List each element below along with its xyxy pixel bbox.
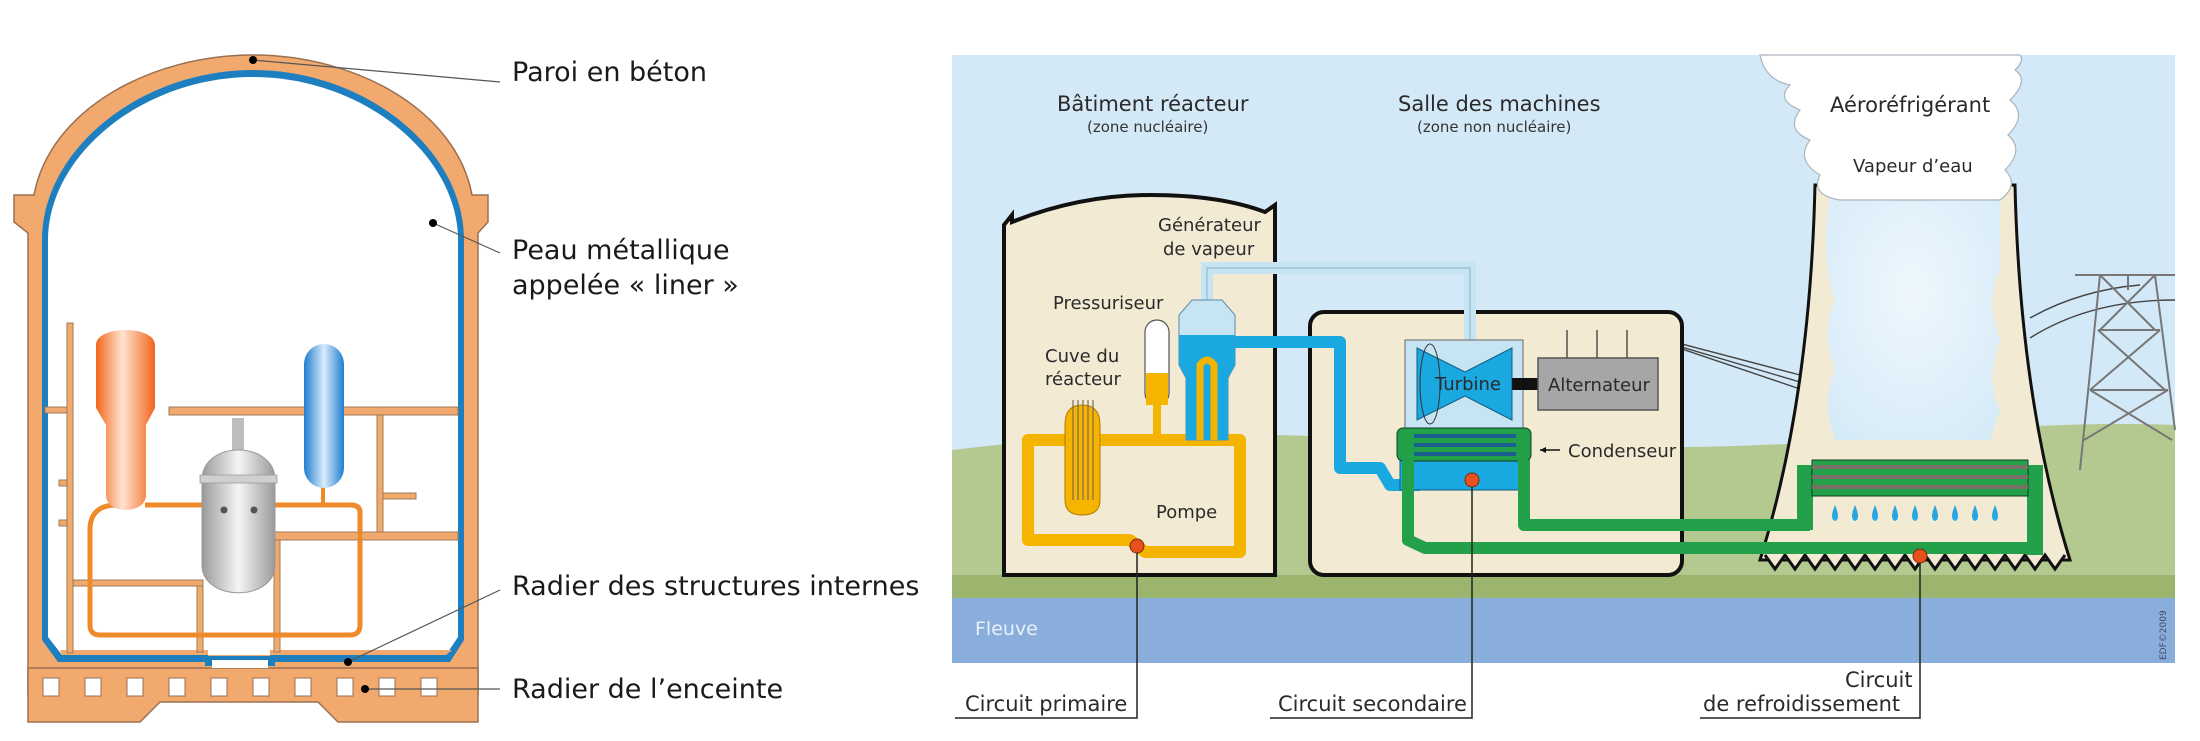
label-river: Fleuve: [975, 618, 1038, 640]
label-pump: Pompe: [1156, 502, 1217, 523]
raft-openings: [42, 677, 438, 697]
steam-line: [1201, 262, 1476, 343]
label-enclosure-raft: Radier de l’enceinte: [512, 674, 783, 705]
label-primary-circuit: Circuit primaire: [965, 692, 1127, 716]
turbine: [1416, 347, 1513, 421]
label-concrete-wall: Paroi en béton: [512, 57, 707, 88]
secondary-marker: [1464, 472, 1480, 488]
label-metal-skin-line1: Peau métallique: [512, 235, 730, 266]
river: [952, 598, 2175, 663]
primary-marker: [1129, 538, 1145, 554]
label-water-vapour: Vapeur d’eau: [1853, 156, 1973, 177]
water-droplets: [1832, 505, 1998, 521]
containment-diagram: Paroi en béton Peau métallique appelée «…: [13, 54, 919, 723]
label-vessel-1: Cuve du: [1045, 346, 1119, 367]
feedwater-line: [1225, 336, 1420, 491]
label-turbine-hall-sub: (zone non nucléaire): [1417, 118, 1571, 136]
steam-generator: [96, 330, 155, 510]
label-turbine: Turbine: [1434, 374, 1501, 395]
cooling-circuit: [1402, 460, 2035, 554]
steam-cloud: [1759, 54, 2023, 201]
pressurizer: [304, 344, 344, 488]
condenser: [1396, 427, 1532, 491]
cooling-tower-exchanger: [1797, 459, 2043, 555]
pylon: [2075, 274, 2176, 471]
label-metal-skin-line2: appelée « liner »: [512, 270, 739, 301]
alternator: [1537, 357, 1659, 411]
cooling-marker: [1912, 548, 1928, 564]
label-cooling-circuit-1: Circuit: [1845, 668, 1913, 692]
internal-raft: [60, 650, 452, 660]
leader-lines: [252, 59, 501, 690]
label-internal-raft: Radier des structures internes: [512, 571, 919, 602]
label-pressurizer: Pressuriseur: [1053, 293, 1164, 314]
label-reactor-building-sub: (zone nucléaire): [1087, 118, 1208, 136]
primary-piping: [87, 502, 363, 638]
label-vessel-2: réacteur: [1045, 369, 1122, 390]
shaft: [1512, 378, 1538, 390]
label-steam-generator-2: de vapeur: [1163, 239, 1255, 260]
reactor-vessel: [199, 418, 278, 594]
circuit-leaders: [955, 487, 1921, 719]
label-condenser: Condenseur: [1568, 441, 1677, 462]
label-secondary-circuit: Circuit secondaire: [1278, 692, 1467, 716]
label-reactor-building: Bâtiment réacteur: [1057, 92, 1249, 116]
plant-schematic: Fleuve EDF©2009: [952, 54, 2176, 719]
label-turbine-hall: Salle des machines: [1398, 92, 1601, 116]
primary-circuit: [1022, 299, 1246, 558]
label-cooling-tower: Aéroréfrigérant: [1830, 93, 1990, 117]
credit: EDF©2009: [2159, 610, 2169, 660]
label-steam-generator-1: Générateur: [1158, 215, 1261, 236]
label-alternator: Alternateur: [1548, 375, 1651, 396]
label-cooling-circuit-2: de refroidissement: [1703, 692, 1900, 716]
